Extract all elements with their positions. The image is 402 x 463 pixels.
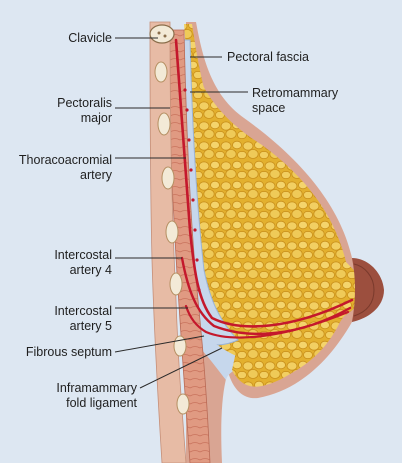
label-clavicle-line1: Clavicle (68, 31, 112, 45)
label-pectoral-fascia-line1: Pectoral fascia (227, 50, 309, 64)
label-thoracoacromial-artery: Thoracoacromial artery (19, 153, 112, 183)
label-intercostal-artery-5-line2: artery 5 (69, 319, 112, 333)
label-pectoralis-major: Pectoralis major (57, 96, 112, 126)
leader-fibrous-septum (114, 335, 205, 353)
label-thoracoacromial-artery-line2: artery (80, 168, 112, 182)
label-inframammary-fold-ligament-line1: Inframammary (56, 381, 137, 395)
leader-lines (114, 37, 248, 389)
label-pectoral-fascia: Pectoral fascia (227, 50, 309, 65)
label-retromammary-space-line2: space (252, 101, 286, 115)
breast-fat (190, 60, 364, 387)
label-inframammary-fold-ligament: Inframammary fold ligament (56, 381, 137, 411)
label-retromammary-space: Retromammary space (252, 86, 338, 116)
nipple (352, 258, 384, 322)
ribs (154, 61, 190, 415)
inframammary-fat (232, 322, 340, 385)
label-intercostal-artery-4-line1: Intercostal (54, 248, 112, 262)
label-thoracoacromial-artery-line1: Thoracoacromial (18, 153, 112, 167)
label-fibrous-septum: Fibrous septum (26, 345, 112, 360)
label-inframammary-fold-ligament-line2: fold ligament (66, 396, 137, 410)
label-clavicle: Clavicle (68, 31, 112, 46)
label-intercostal-artery-5: Intercostal artery 5 (54, 304, 112, 334)
leader-inframammary-fold-ligament (139, 347, 223, 389)
intercostal-artery-5-vessel (184, 304, 350, 339)
label-fibrous-septum-line1: Fibrous septum (25, 345, 112, 359)
label-intercostal-artery-4: Intercostal artery 4 (54, 248, 112, 278)
areola (353, 263, 375, 317)
thoracoacromial-artery-vessel (174, 38, 354, 328)
label-retromammary-space-line1: Retromammary (252, 86, 339, 100)
label-intercostal-artery-4-line2: artery 4 (69, 263, 112, 277)
clavicle-bone (149, 24, 175, 44)
label-pectoralis-major-line1: Pectoralis (57, 96, 112, 110)
label-intercostal-artery-5-line1: Intercostal (54, 304, 112, 318)
arteries (174, 38, 354, 339)
label-pectoralis-major-line2: major (80, 111, 112, 125)
